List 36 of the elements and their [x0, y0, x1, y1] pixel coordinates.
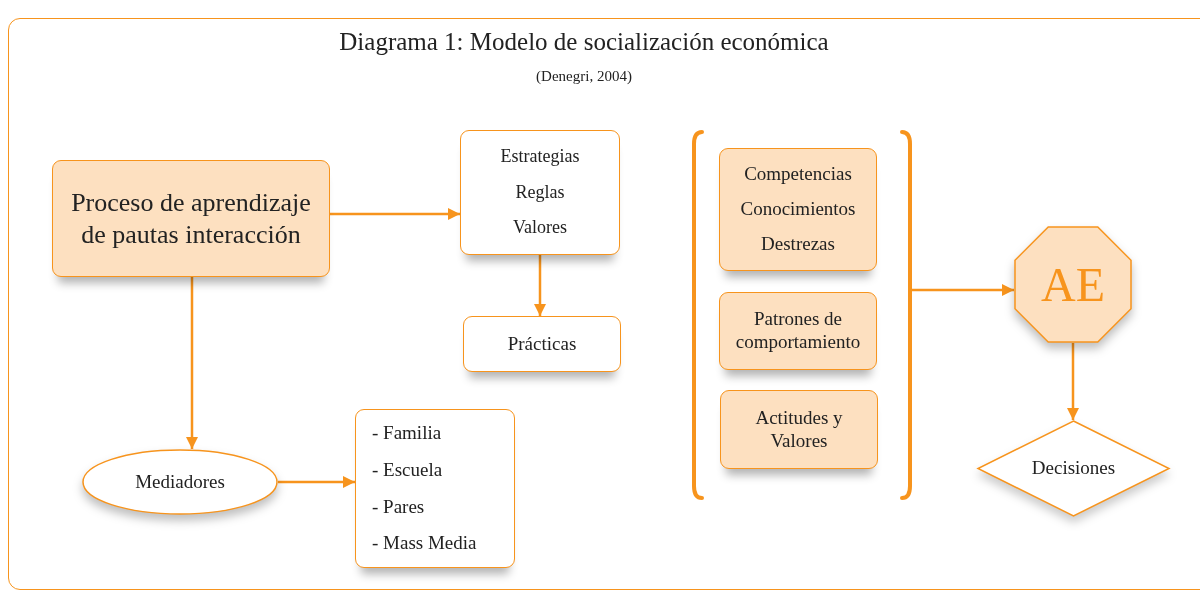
node-text: Competencias: [744, 163, 852, 187]
node-text: - Escuela: [372, 458, 443, 482]
diagram-title: Diagrama 1: Modelo de socialización económica: [338, 28, 830, 56]
decision-diamond: [977, 420, 1170, 517]
node-text: Estrategias: [500, 146, 580, 168]
node-text: Destrezas: [761, 232, 835, 256]
bracket-group: [692, 130, 912, 500]
arrow: [533, 255, 547, 316]
node-label: AE: [1041, 256, 1105, 313]
process-box: [720, 390, 878, 469]
process-box: [719, 292, 877, 370]
node-text: Reglas: [515, 181, 565, 204]
node-text: Proceso de aprendizaje de pautas interacción: [70, 187, 312, 250]
process-box: [719, 148, 877, 271]
node-text: - Familia: [372, 421, 442, 445]
node-text: Valores: [513, 217, 567, 239]
list-box: [460, 130, 620, 255]
arrow: [185, 277, 199, 449]
node-text: - Mass Media: [372, 532, 477, 556]
arrow: [1066, 343, 1080, 420]
citation-label: (Denegri, 2004): [535, 68, 633, 85]
node-text: - Pares: [372, 495, 425, 519]
node-text: Patrones de comportamiento: [734, 308, 862, 354]
node-text: Actitudes y Valores: [754, 406, 844, 453]
process-box: [463, 316, 621, 372]
node-text: Mediadores: [135, 470, 225, 494]
node-text: Decisiones: [1031, 457, 1116, 480]
node-text: Conocimientos: [740, 198, 856, 221]
process-box: [52, 160, 330, 277]
node-text: Prácticas: [507, 332, 577, 356]
list-box: [355, 409, 515, 568]
octagon-node: [1014, 226, 1132, 343]
arrow: [912, 283, 1014, 297]
arrow: [278, 475, 355, 489]
arrow: [330, 207, 460, 221]
mediator-ellipse: [82, 449, 278, 515]
